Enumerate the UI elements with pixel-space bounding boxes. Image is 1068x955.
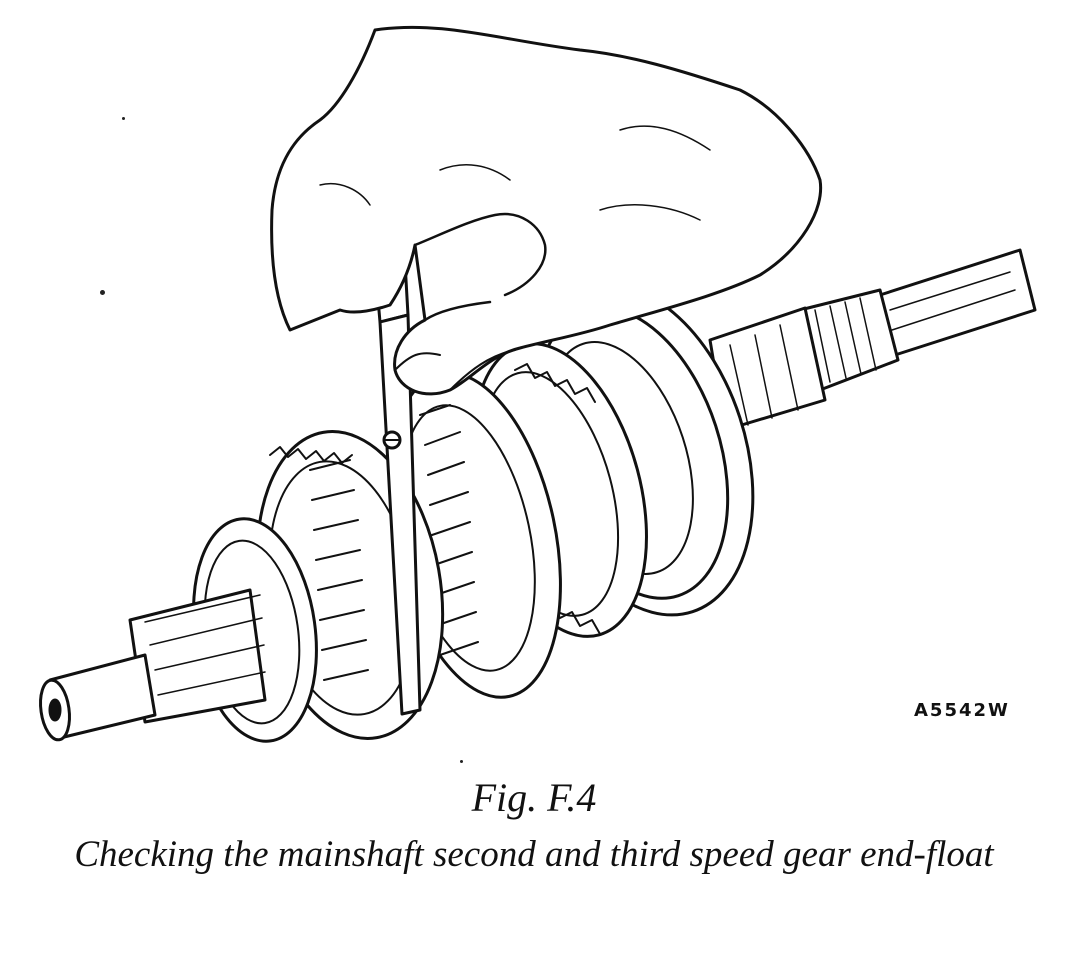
print-speck xyxy=(100,290,105,295)
figure-number: Fig. F.4 xyxy=(471,775,597,820)
print-speck xyxy=(460,760,463,763)
figure-caption-block: Fig. F.4 Checking the mainshaft second a… xyxy=(0,772,1068,878)
print-speck xyxy=(122,117,125,120)
rear-shaft xyxy=(708,248,1037,432)
figure-reference-code: A5542W xyxy=(914,700,1010,721)
splined-front-shaft xyxy=(39,588,267,742)
figure-caption: Checking the mainshaft second and third … xyxy=(74,834,994,875)
gearbox-mainshaft-illustration xyxy=(39,25,1037,743)
hand xyxy=(270,25,823,396)
